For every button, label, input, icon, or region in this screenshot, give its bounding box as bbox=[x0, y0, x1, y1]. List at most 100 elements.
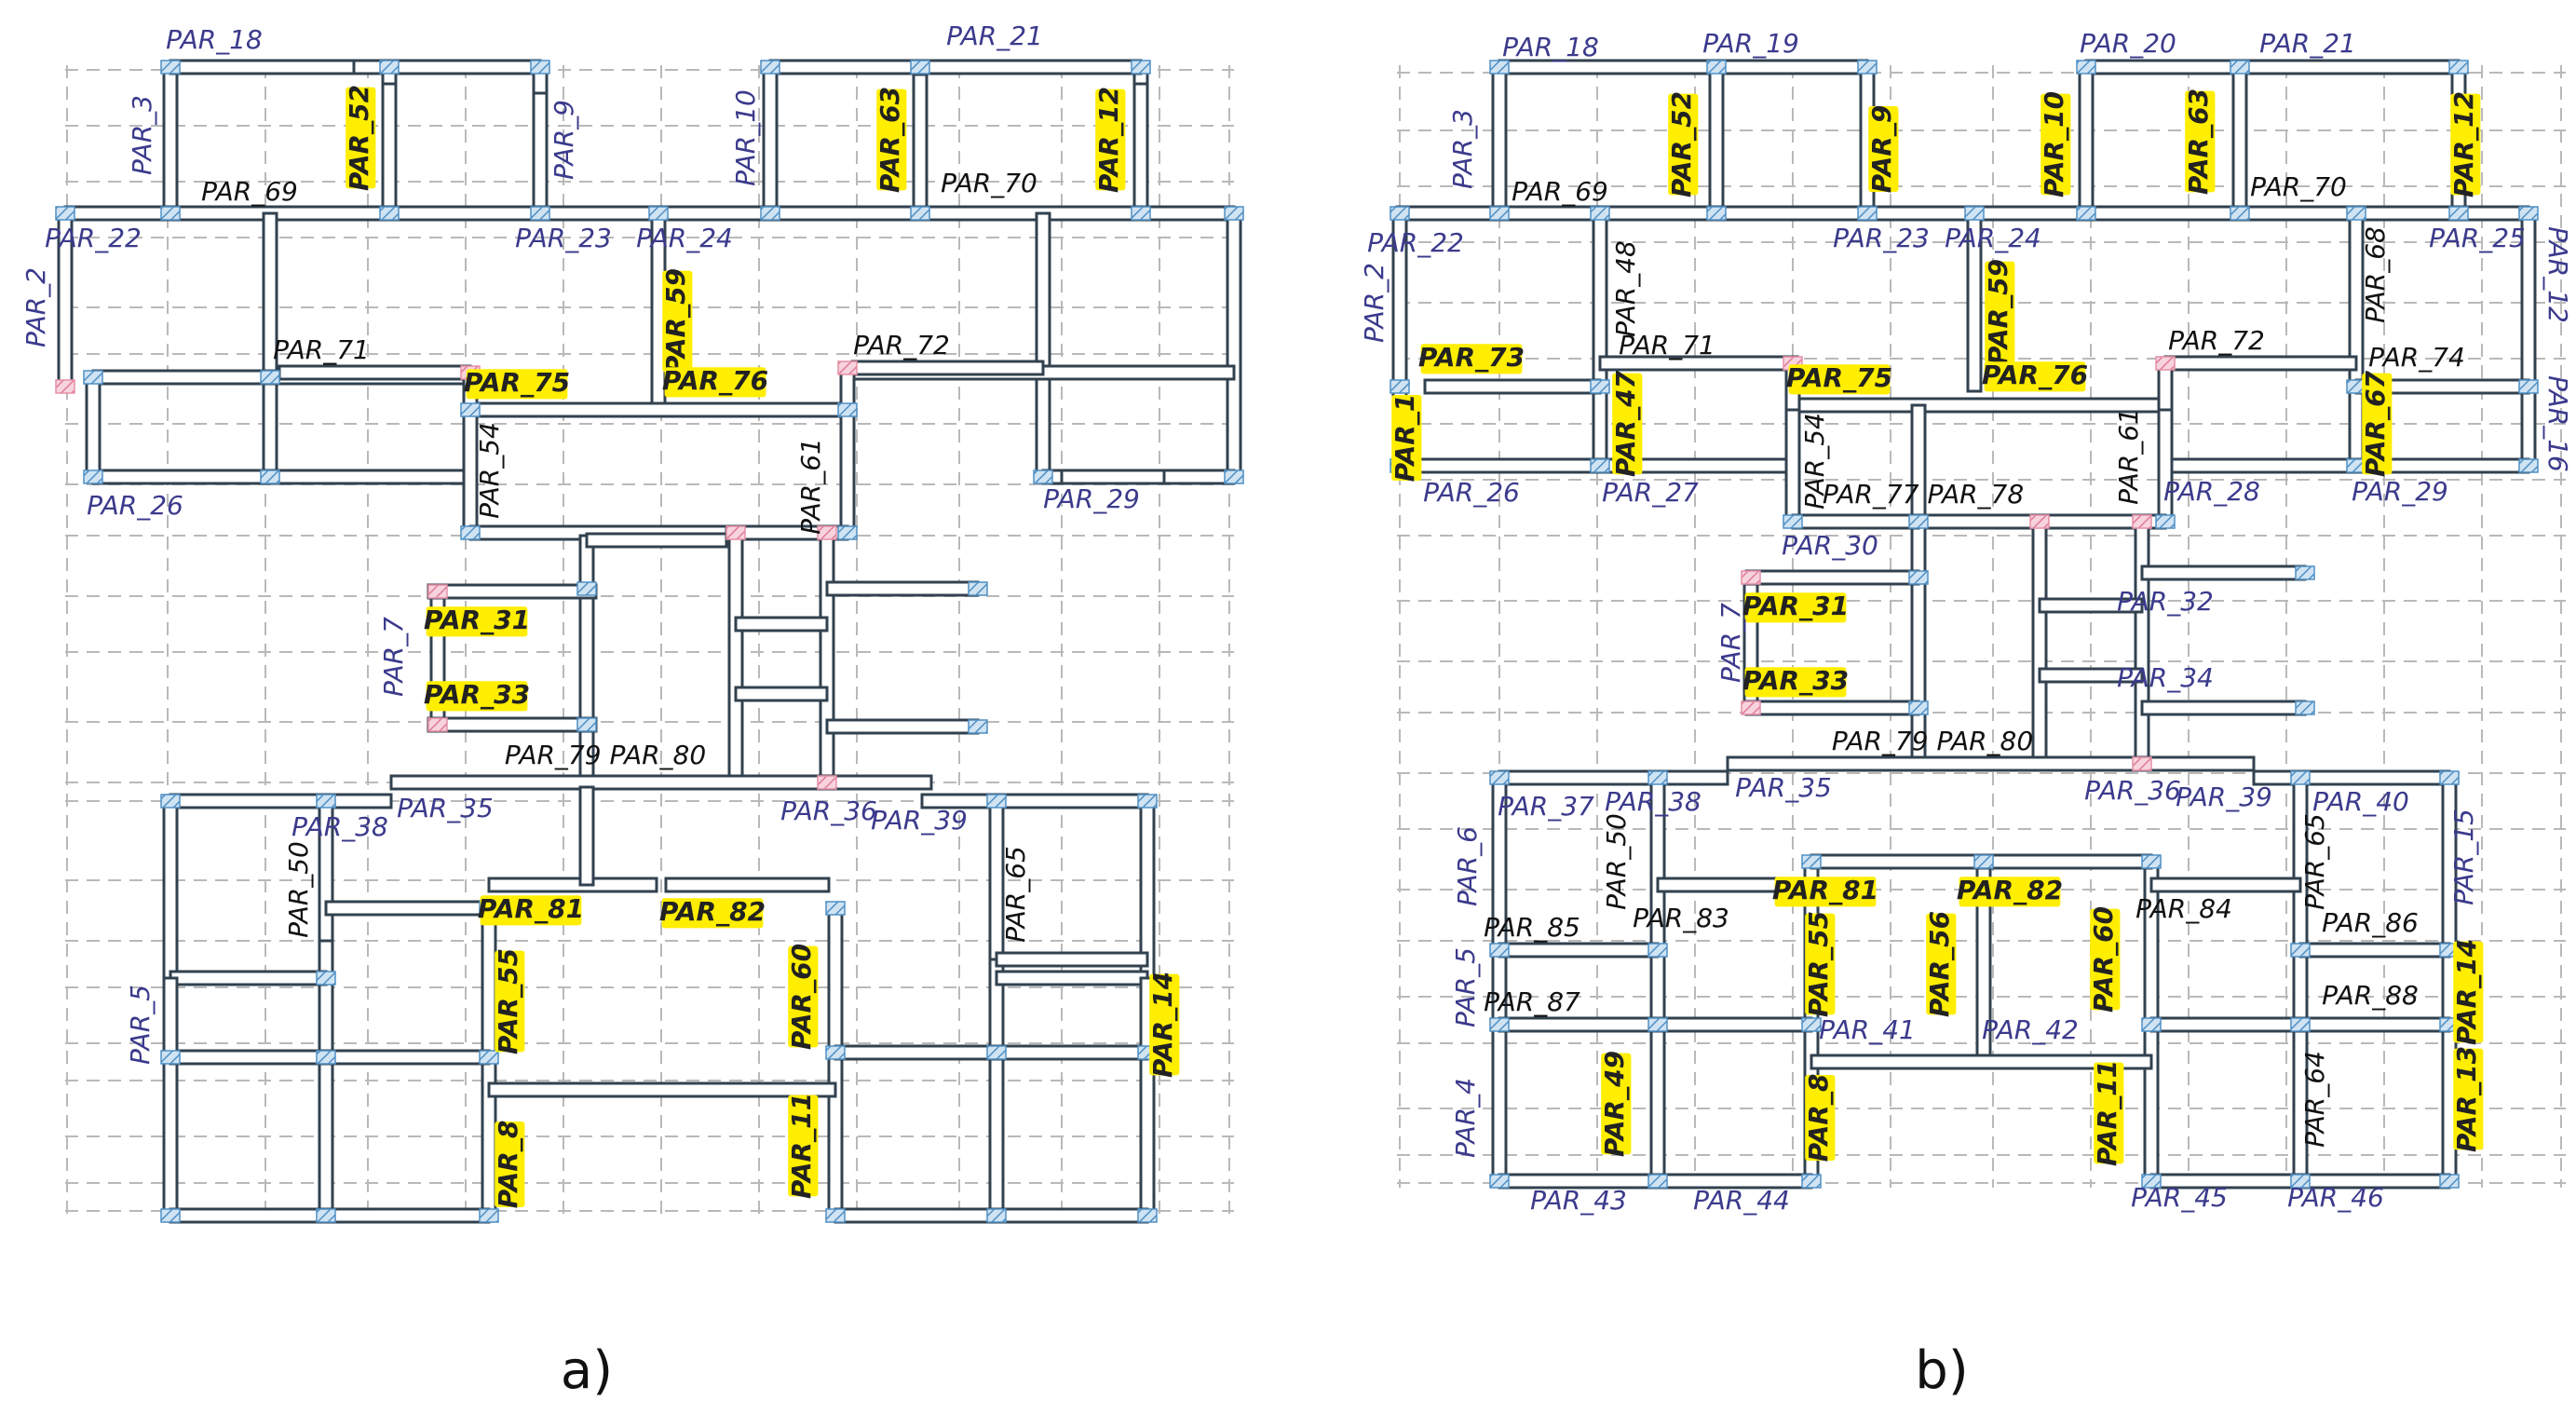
wall-label-group: PAR_52 bbox=[1666, 91, 1699, 197]
wall-joint bbox=[530, 60, 550, 75]
wall-label-group: PAR_30 bbox=[1782, 530, 1878, 561]
wall-label-group: PAR_31 bbox=[1742, 591, 1849, 623]
wall-label-group: PAR_79 PAR_80 bbox=[1832, 726, 2033, 756]
wall-label-group: PAR_36 bbox=[780, 795, 877, 826]
wall-label-group: PAR_63 bbox=[2183, 88, 2216, 195]
wall-label-group: PAR_21 bbox=[2259, 28, 2356, 59]
wall-segment bbox=[1035, 211, 1051, 482]
wall-joint bbox=[83, 370, 103, 385]
wall-label-group: PAR_12 bbox=[2448, 91, 2481, 197]
wall-label: PAR_60 bbox=[2088, 906, 2119, 1013]
wall-segment bbox=[2038, 513, 2144, 530]
wall-label-group: PAR_73 bbox=[1418, 342, 1525, 374]
wall-label: PAR_27 bbox=[1602, 477, 1699, 508]
wall-label-group: PAR_10 bbox=[730, 89, 761, 186]
wall-joint bbox=[1489, 1174, 1510, 1189]
wall-label: PAR_7 bbox=[378, 617, 409, 697]
wall-label-group: PAR_46 bbox=[2287, 1182, 2384, 1213]
wall-label: PAR_37 bbox=[1498, 791, 1594, 822]
wall-label-group: PAR_38 bbox=[291, 811, 388, 842]
wall-label: PAR_8 bbox=[493, 1121, 523, 1209]
wall-label: PAR_68 bbox=[2360, 226, 2391, 323]
highlight-marker bbox=[480, 895, 582, 926]
wall-joint bbox=[1741, 700, 1761, 715]
highlight-marker bbox=[1095, 88, 1126, 191]
wall-joint bbox=[1390, 206, 1410, 221]
wall-segment bbox=[2140, 700, 2307, 716]
wall-label-group: PAR_69 bbox=[201, 176, 298, 207]
wall-label-group: PAR_59 bbox=[660, 268, 693, 374]
wall-joint bbox=[1801, 1017, 1822, 1032]
wall-segment bbox=[734, 686, 829, 702]
wall-label: PAR_43 bbox=[1530, 1185, 1627, 1216]
wall-label-group: PAR_33 bbox=[424, 679, 530, 712]
wall-label-group: PAR_50 bbox=[283, 841, 314, 938]
wall-label: PAR_24 bbox=[1945, 223, 2041, 253]
wall-label-group: PAR_42 bbox=[1982, 1014, 2079, 1045]
wall-label-group: PAR_82 bbox=[1957, 875, 2063, 907]
wall-label: PAR_39 bbox=[2176, 782, 2272, 812]
wall-label: PAR_14 bbox=[1147, 972, 1178, 1078]
wall-label-group: PAR_22 bbox=[45, 223, 142, 253]
wall-joint bbox=[825, 1208, 846, 1223]
highlight-marker bbox=[426, 681, 528, 712]
wall-label-group: PAR_5 bbox=[125, 985, 156, 1065]
wall-joint bbox=[2155, 356, 2176, 371]
wall-label: PAR_87 bbox=[1484, 986, 1580, 1017]
wall-label-group: PAR_74 bbox=[2368, 342, 2465, 373]
wall-label: PAR_65 bbox=[1000, 846, 1031, 943]
wall-label: PAR_75 bbox=[1786, 362, 1892, 393]
wall-segment bbox=[162, 976, 179, 1059]
highlight-marker bbox=[1985, 261, 2015, 363]
wall-joint bbox=[55, 206, 75, 221]
wall-label-group: PAR_9 bbox=[1866, 105, 1899, 193]
wall-label: PAR_50 bbox=[283, 841, 314, 938]
wall-label: PAR_15 bbox=[2448, 809, 2479, 905]
wall-label-group: PAR_10 bbox=[2039, 91, 2071, 197]
wall-joint bbox=[2448, 60, 2469, 75]
wall-joint bbox=[479, 1050, 499, 1065]
wall-label: PAR_12 bbox=[2448, 91, 2479, 197]
wall-joint bbox=[316, 971, 336, 986]
highlight-marker bbox=[1774, 877, 1877, 907]
wall-joint bbox=[2141, 1174, 2162, 1189]
wall-joint bbox=[2295, 565, 2315, 580]
wall-label: PAR_82 bbox=[1957, 875, 2063, 905]
wall-segment bbox=[734, 616, 829, 632]
wall-joint bbox=[1647, 770, 1668, 785]
wall-label-group: PAR_65 bbox=[1000, 846, 1031, 943]
wall-segment bbox=[827, 906, 844, 1054]
wall-label-group: PAR_72 bbox=[2168, 325, 2265, 356]
wall-label: PAR_22 bbox=[45, 223, 142, 253]
wall-label: PAR_11 bbox=[2092, 1060, 2122, 1166]
wall-label: PAR_7 bbox=[1715, 603, 1746, 683]
wall-label: PAR_13 bbox=[2451, 1046, 2482, 1152]
wall-joint bbox=[968, 581, 988, 596]
wall-label-group: PAR_50 bbox=[1601, 813, 1632, 910]
wall-segment bbox=[1708, 65, 1725, 215]
wall-joint bbox=[648, 206, 669, 221]
wall-joint bbox=[316, 794, 336, 809]
wall-label: PAR_52 bbox=[344, 85, 374, 191]
wall-segment bbox=[1226, 211, 1242, 482]
wall-joint bbox=[2290, 1174, 2311, 1189]
wall-joint bbox=[1489, 206, 1510, 221]
wall-label: PAR_28 bbox=[2163, 476, 2260, 507]
wall-label-group: PAR_14 bbox=[1147, 972, 1180, 1078]
wall-joint bbox=[160, 1050, 181, 1065]
wall-joint bbox=[2290, 943, 2311, 958]
wall-label: PAR_5 bbox=[125, 985, 156, 1065]
wall-segment bbox=[920, 59, 1143, 75]
wall-label-group: PAR_23 bbox=[1833, 223, 1930, 253]
wall-segment bbox=[381, 82, 398, 215]
wall-segment bbox=[169, 970, 328, 986]
wall-label: PAR_44 bbox=[1693, 1185, 1790, 1216]
wall-segment bbox=[1498, 59, 1718, 75]
wall-label: PAR_72 bbox=[2168, 325, 2265, 356]
wall-label-group: PAR_15 bbox=[2448, 809, 2479, 905]
wall-label-group: PAR_39 bbox=[871, 805, 968, 836]
wall-joint bbox=[1706, 206, 1727, 221]
wall-label: PAR_11 bbox=[786, 1093, 817, 1199]
wall-joint bbox=[260, 469, 280, 484]
